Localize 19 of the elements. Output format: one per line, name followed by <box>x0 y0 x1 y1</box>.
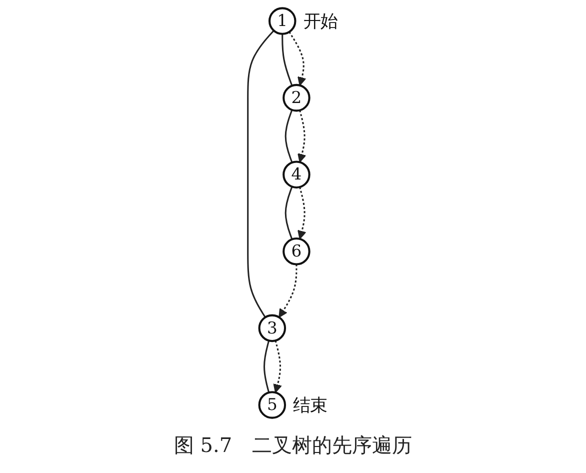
connector <box>284 186 293 240</box>
node-circle: 5 <box>258 391 286 419</box>
node-circle: 4 <box>282 160 310 188</box>
arrow <box>298 186 306 240</box>
connector <box>247 30 274 318</box>
arrow <box>288 31 306 86</box>
node-note: 开始 <box>303 12 338 32</box>
arrow <box>278 264 298 318</box>
node-circle: 2 <box>282 84 310 112</box>
arrow <box>298 110 306 163</box>
node-circle: 1 <box>268 7 296 35</box>
figure-caption: 图 5.7 二叉树的先序遍历 <box>174 432 412 459</box>
node-note: 结束 <box>293 396 328 416</box>
connector <box>284 110 293 163</box>
node-circle: 3 <box>258 314 286 342</box>
connector <box>264 340 270 393</box>
arrow <box>273 340 282 393</box>
connector <box>282 34 293 86</box>
node-circle: 6 <box>282 238 310 266</box>
